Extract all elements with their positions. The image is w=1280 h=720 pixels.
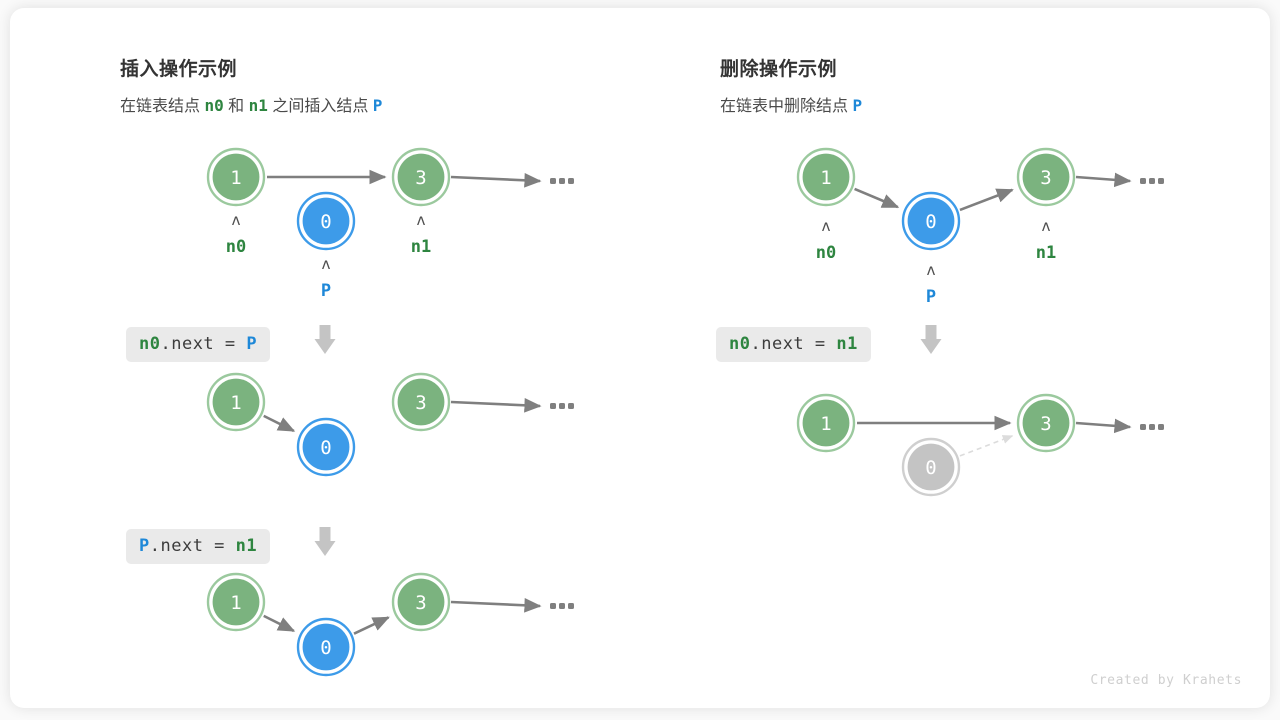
pointer-caret-icon: ʌ: [821, 217, 830, 235]
list-node-3[interactable]: 3: [391, 147, 451, 207]
subtitle-token-p: P: [372, 96, 383, 115]
edge-node-3-to-ellipsis: [450, 173, 542, 188]
subtitle-text-3: 之间插入结点: [267, 98, 373, 115]
content-card: 插入操作示例 在链表结点 n0 和 n1 之间插入结点 P n0.next = …: [10, 8, 1270, 708]
subtitle-text-1: 在链表中删除结点: [720, 98, 853, 115]
edge-node-1-to-node-0: [263, 614, 296, 633]
ellipsis-dot: [559, 178, 565, 184]
ellipsis-dot: [1158, 424, 1164, 430]
pointer-caret-icon: ʌ: [926, 261, 935, 279]
footer-credit: Created by Krahets: [1090, 673, 1242, 688]
node-value: 0: [925, 211, 936, 233]
list-node-3[interactable]: 3: [1016, 147, 1076, 207]
step-down-arrow-icon: [314, 527, 336, 556]
node-value: 1: [230, 592, 241, 614]
code-token-n1: n1: [836, 334, 858, 354]
subtitle-text-2: 和: [223, 98, 249, 115]
node-value: 0: [320, 437, 331, 459]
node-value: 3: [1040, 167, 1051, 189]
list-node-3[interactable]: 3: [391, 372, 451, 432]
pointer-caret-icon: ʌ: [416, 211, 425, 229]
node-value: 3: [415, 392, 426, 414]
list-node-3[interactable]: 3: [1016, 393, 1076, 453]
ellipsis-dot: [559, 603, 565, 609]
delete-panel-subtitle: 在链表中删除结点 P: [720, 92, 862, 116]
step-down-arrow-icon: [314, 325, 336, 354]
ellipsis-dot: [1140, 424, 1146, 430]
list-node-0[interactable]: 0: [901, 437, 961, 497]
list-node-1[interactable]: 1: [206, 372, 266, 432]
list-node-0[interactable]: 0: [901, 191, 961, 251]
list-node-1[interactable]: 1: [796, 393, 856, 453]
pointer-caret-icon: ʌ: [1041, 217, 1050, 235]
node-value: 0: [320, 637, 331, 659]
list-node-1[interactable]: 1: [206, 572, 266, 632]
edge-node-3-to-ellipsis: [450, 398, 542, 413]
pointer-label-n1: n1: [411, 237, 431, 257]
ellipsis-dot: [1158, 178, 1164, 184]
code-token-n0: n0: [729, 334, 751, 354]
code-token-n0: n0: [139, 334, 161, 354]
subtitle-token-n0: n0: [204, 96, 224, 115]
ellipsis-dot: [568, 403, 574, 409]
edge-node-3-to-ellipsis: [450, 598, 542, 613]
subtitle-token-p: P: [852, 96, 863, 115]
ellipsis-dot: [550, 178, 556, 184]
edge-node-1-to-node-0: [263, 414, 296, 433]
list-node-1[interactable]: 1: [796, 147, 856, 207]
list-node-1[interactable]: 1: [206, 147, 266, 207]
node-value: 1: [230, 167, 241, 189]
subtitle-text-1: 在链表结点: [120, 98, 205, 115]
list-node-3[interactable]: 3: [391, 572, 451, 632]
delete-panel-title: 删除操作示例: [720, 59, 838, 80]
step-down-arrow-icon: [920, 325, 942, 354]
node-value: 0: [320, 211, 331, 233]
code-token-n1: n1: [235, 536, 258, 556]
edge-node-0-to-node-3: [959, 188, 1014, 212]
code-token-next: .next =: [160, 334, 247, 354]
insert-panel-title: 插入操作示例: [120, 59, 238, 80]
pointer-label-P: P: [321, 281, 331, 301]
list-node-0[interactable]: 0: [296, 617, 356, 677]
delete-code-step-1: n0.next = n1: [716, 327, 871, 362]
pointer-label-n1: n1: [1036, 243, 1056, 263]
code-token-p: P: [246, 334, 258, 354]
node-value: 0: [925, 457, 936, 479]
node-value: 3: [415, 592, 426, 614]
insert-code-step-1: n0.next = P: [126, 327, 271, 362]
code-token-next: .next =: [750, 334, 837, 354]
pointer-label-n0: n0: [816, 243, 836, 263]
pointer-label-P: P: [926, 287, 936, 307]
edge-node-3-to-ellipsis: [1075, 172, 1132, 188]
ellipsis-dot: [559, 403, 565, 409]
ellipsis-dot: [568, 178, 574, 184]
node-value: 3: [1040, 413, 1051, 435]
subtitle-token-n1: n1: [248, 96, 268, 115]
node-value: 3: [415, 167, 426, 189]
ellipsis-dot: [550, 603, 556, 609]
code-token-next: .next =: [149, 536, 236, 556]
node-value: 1: [820, 167, 831, 189]
edge-node-0-removed-to-node-3: [959, 435, 1014, 457]
pointer-caret-icon: ʌ: [231, 211, 240, 229]
ellipsis-dot: [550, 403, 556, 409]
edge-node-1-to-node-0: [854, 187, 900, 209]
ellipsis-dot: [1149, 424, 1155, 430]
code-token-p: P: [139, 536, 150, 556]
node-value: 1: [820, 413, 831, 435]
pointer-caret-icon: ʌ: [321, 255, 330, 273]
node-value: 1: [230, 392, 241, 414]
list-node-0[interactable]: 0: [296, 191, 356, 251]
edge-node-0-to-node-3: [353, 616, 390, 635]
ellipsis-dot: [1140, 178, 1146, 184]
step-block-arrows: [314, 325, 942, 556]
list-node-0[interactable]: 0: [296, 417, 356, 477]
pointer-label-n0: n0: [226, 237, 246, 257]
insert-code-step-2: P.next = n1: [126, 529, 271, 564]
edge-node-3-to-ellipsis: [1075, 418, 1132, 434]
insert-panel-subtitle: 在链表结点 n0 和 n1 之间插入结点 P: [120, 92, 382, 116]
ellipsis-dot: [568, 603, 574, 609]
ellipsis-dot: [1149, 178, 1155, 184]
